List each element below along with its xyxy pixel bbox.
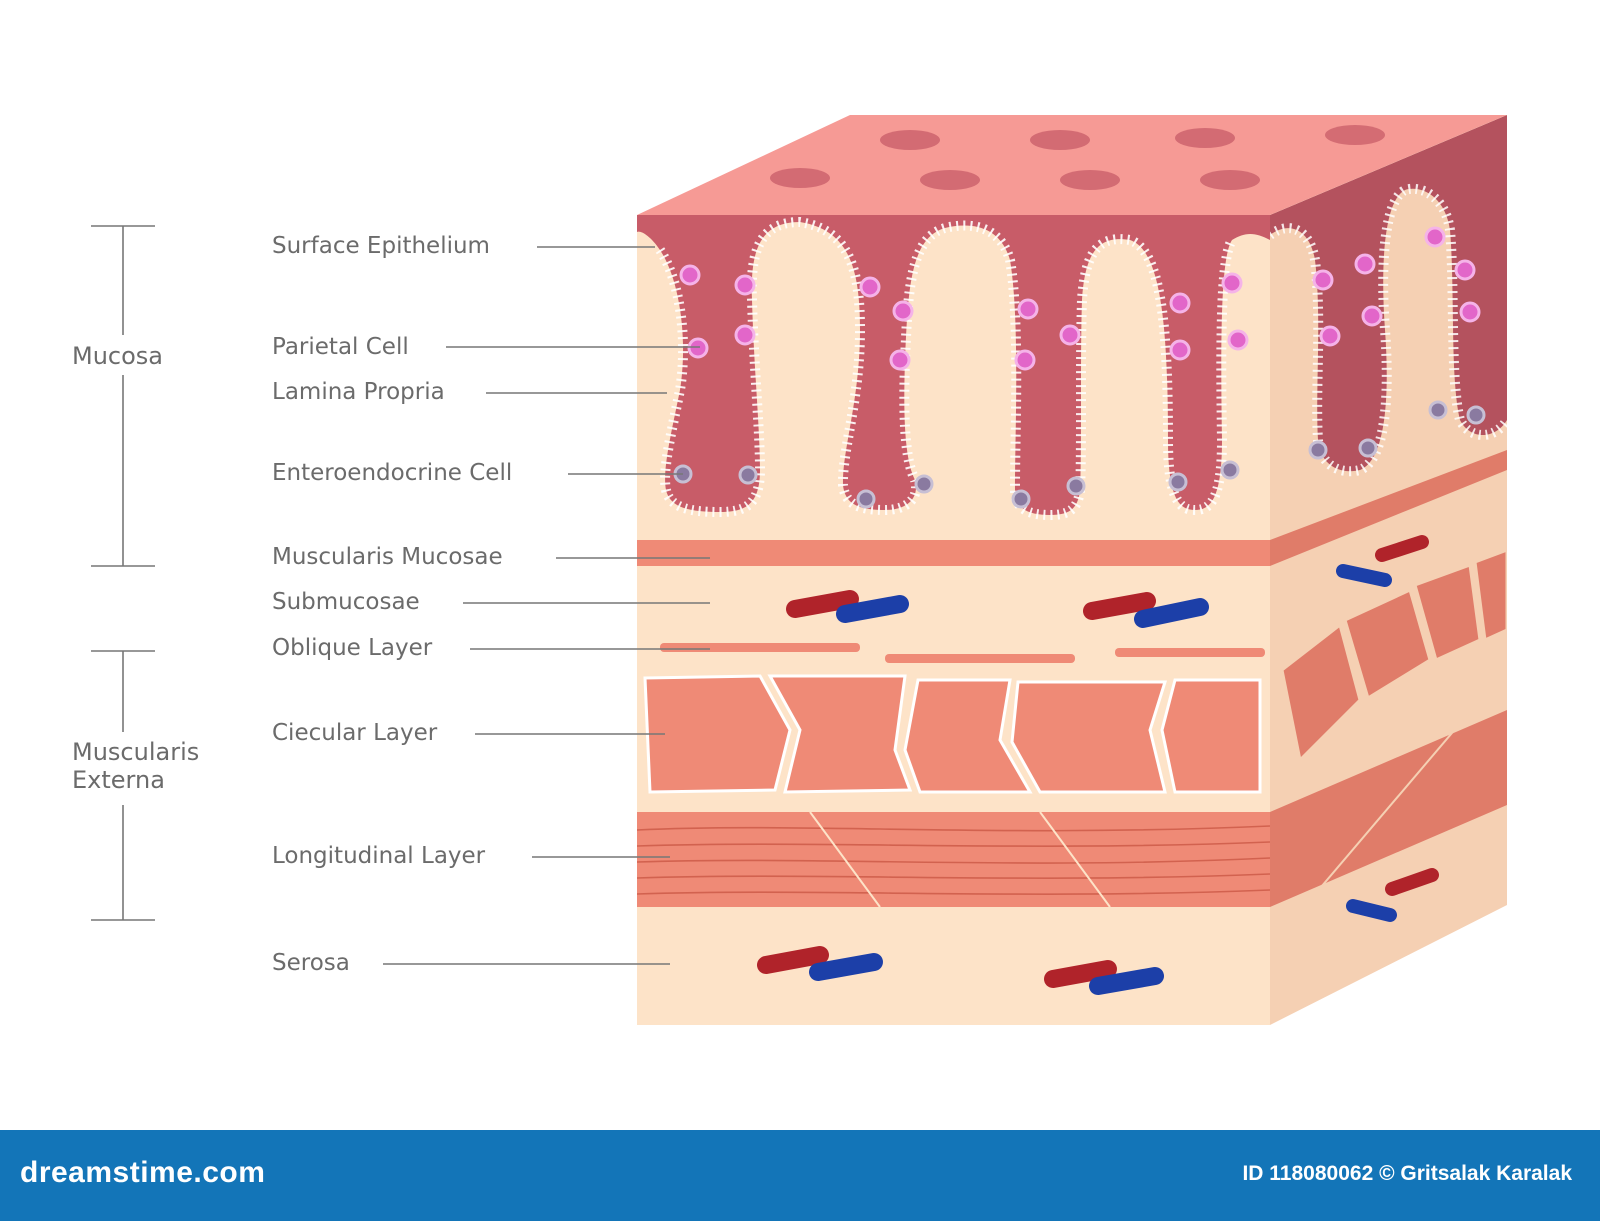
label-lamina-propria: Lamina Propria xyxy=(272,379,445,405)
group-label-muscularis-line2: Externa xyxy=(72,766,165,794)
group-label-muscularis-externa: Muscularis Externa xyxy=(72,738,199,794)
label-surface-epithelium: Surface Epithelium xyxy=(272,233,490,259)
label-parietal-cell: Parietal Cell xyxy=(272,334,409,360)
footer-credit: ID 118080062 © Gritsalak Karalak xyxy=(1242,1162,1572,1185)
gastric-glands xyxy=(637,215,1270,521)
parietal-cells xyxy=(679,226,1481,371)
leader-lines xyxy=(383,246,710,965)
muscularis-bracket xyxy=(91,650,155,921)
label-enteroendocrine-cell: Enteroendocrine Cell xyxy=(272,460,513,486)
stomach-wall-block xyxy=(91,115,1507,1025)
enteroendocrine-cells xyxy=(673,400,1486,509)
diagram-stage: Mucosa Muscularis Externa Surface Epithe… xyxy=(72,115,1507,1025)
group-label-muscularis-line1: Muscularis xyxy=(72,738,200,766)
label-ciecular-layer: Ciecular Layer xyxy=(272,720,438,746)
label-submucosae: Submucosae xyxy=(272,589,420,615)
mucosa-bracket xyxy=(91,225,155,567)
top-face xyxy=(637,115,1507,215)
label-longitudinal-layer: Longitudinal Layer xyxy=(272,843,486,869)
circular-layer-blocks xyxy=(643,674,1262,794)
label-muscularis-mucosae: Muscularis Mucosae xyxy=(272,544,503,570)
side-face xyxy=(1270,115,1507,1025)
label-serosa: Serosa xyxy=(272,950,350,976)
footer-brand[interactable]: dreamstime.com xyxy=(20,1156,266,1189)
blood-vessels xyxy=(757,535,1439,995)
muscularis-mucosae-band xyxy=(637,540,1270,566)
footer-bar: dreamstime.com ID 118080062 © Gritsalak … xyxy=(0,1130,1600,1221)
group-label-mucosa: Mucosa xyxy=(72,342,164,370)
label-oblique-layer: Oblique Layer xyxy=(272,635,433,661)
